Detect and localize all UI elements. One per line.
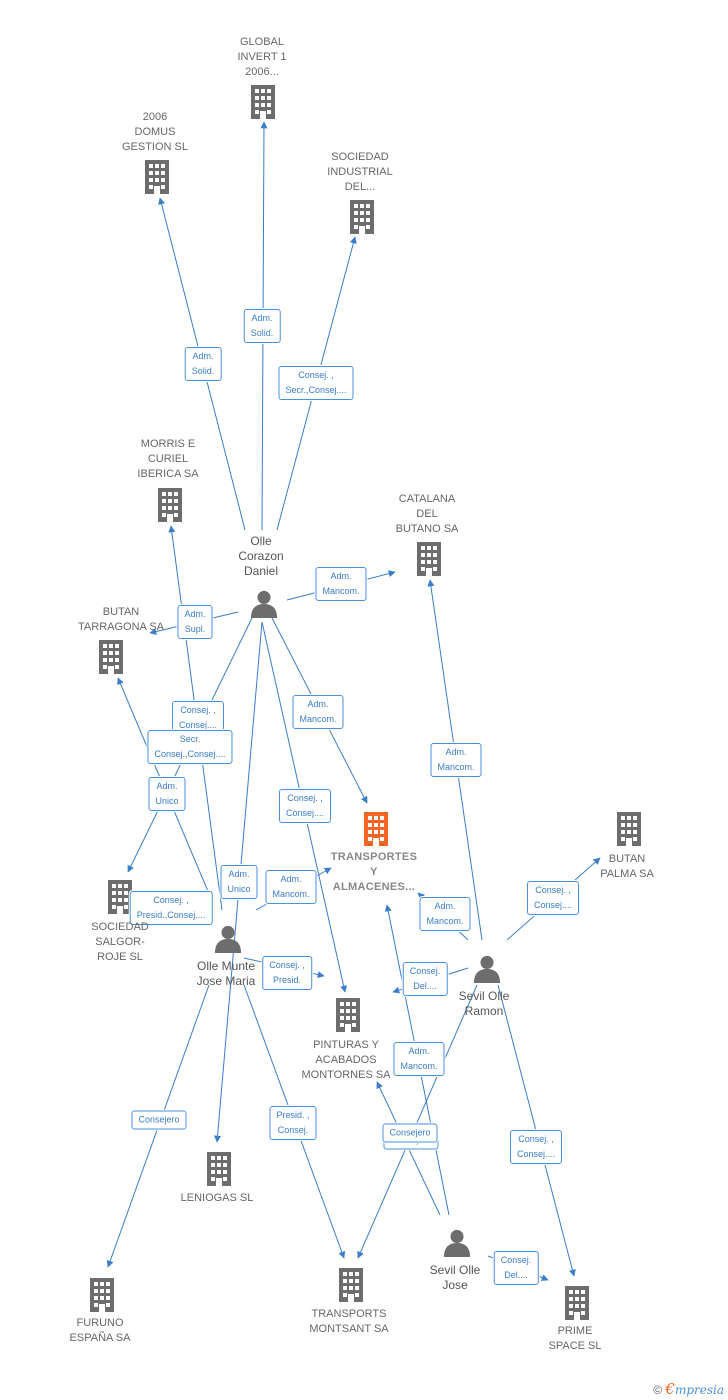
node-label-montsant[interactable]: TRANSPORTS MONTSANT SA [309, 1308, 389, 1335]
edge-label-so_ramon-to-prime[interactable]: Consej. , Consej.... [509, 1130, 563, 1164]
node-label-so_jose[interactable]: Sevil Olle Jose [429, 1263, 481, 1292]
building-icon-montsant[interactable] [339, 1268, 363, 1302]
node-label-transportes[interactable]: TRANSPORTES Y ALMACENES... [330, 851, 418, 893]
edge-label-oc_daniel-to-butan_t[interactable]: Adm. Supl. [177, 605, 213, 639]
node-label-prime[interactable]: PRIME SPACE SL [548, 1325, 602, 1352]
edge-label-so_ramon-to-butan_p[interactable]: Consej. , Consej.... [526, 881, 580, 915]
node-label-pinturas[interactable]: PINTURAS Y ACABADOS MONTORNES SA [301, 1039, 391, 1081]
building-icon-prime[interactable] [565, 1286, 589, 1320]
person-icon-oc_daniel[interactable] [250, 590, 278, 618]
node-label-sid[interactable]: SOCIEDAD INDUSTRIAL DEL... [327, 151, 393, 193]
edge-label-om_jose-to-butan_t[interactable]: Adm. Unico [148, 777, 186, 811]
edge-label-so_jose-to-pinturas[interactable]: Consejero [382, 1123, 438, 1143]
node-label-global[interactable]: GLOBAL INVERT 1 2006... [237, 36, 287, 78]
building-icon-sid[interactable] [350, 200, 374, 234]
edge-so_ramon-to-montsant [357, 984, 478, 1259]
node-label-salgor[interactable]: SOCIEDAD SALGOR- ROJE SL [91, 921, 149, 963]
node-label-leniogas[interactable]: LENIOGAS SL [180, 1192, 254, 1204]
edge-label-om_jose-to-salgor[interactable]: Consej. , Presid.,Consej.... [129, 891, 213, 925]
edge-label-om_jose-to-transportes[interactable]: Adm. Mancom. [265, 870, 317, 904]
person-icon-om_jose[interactable] [214, 925, 242, 953]
node-label-domus[interactable]: 2006 DOMUS GESTION SL [121, 111, 189, 153]
person-icon-so_jose[interactable] [443, 1229, 471, 1257]
edge-label-om_jose-to-morris[interactable]: Secr. Consej.,Consej.... [147, 730, 233, 764]
copyright-symbol: © [653, 1383, 663, 1397]
building-icon-butan_t[interactable] [99, 640, 123, 674]
node-label-so_ramon[interactable]: Sevil Olle Ramon [458, 989, 510, 1018]
node-label-butan_t[interactable]: BUTAN TARRAGONA SA [78, 606, 164, 633]
node-label-furuno[interactable]: FURUNO ESPAÑA SA [69, 1317, 131, 1344]
building-icon-butan_p[interactable] [617, 812, 641, 846]
building-icon-morris[interactable] [158, 488, 182, 522]
edge-label-om_jose-to-pinturas[interactable]: Consej. , Presid. [262, 956, 312, 990]
brand-logo-mark: € [665, 1380, 675, 1398]
node-label-morris[interactable]: MORRIS E CURIEL IBERICA SA [137, 438, 199, 480]
edge-label-om_jose-to-montsant[interactable]: Presid. , Consej. [269, 1106, 317, 1140]
edge-label-oc_daniel-to-pinturas[interactable]: Consej. , Consej.... [278, 789, 332, 823]
edge-label-om_jose-to-furuno[interactable]: Consejero [131, 1110, 187, 1130]
building-icon-leniogas[interactable] [207, 1152, 231, 1186]
building-icon-transportes[interactable] [364, 812, 388, 846]
edge-label-so_ramon-to-catalana[interactable]: Adm. Mancom. [430, 743, 482, 777]
building-icon-furuno[interactable] [90, 1278, 114, 1312]
edge-label-so_ramon-to-pinturas[interactable]: Consej. Del.... [402, 962, 448, 996]
brand-logo-text: mpresia [674, 1383, 724, 1397]
empresia-watermark: © €mpresia [653, 1380, 724, 1398]
edge-label-oc_daniel-to-domus[interactable]: Adm. Solid. [184, 347, 222, 381]
building-icon-pinturas[interactable] [336, 998, 360, 1032]
node-label-om_jose[interactable]: Olle Munte Jose Maria [196, 959, 256, 988]
node-label-oc_daniel[interactable]: Olle Corazon Daniel [238, 534, 284, 578]
edge-label-oc_daniel-to-leniogas[interactable]: Adm. Unico [220, 865, 258, 899]
edge-label-so_jose-to-transportes[interactable]: Adm. Mancom. [393, 1042, 445, 1076]
building-icon-catalana[interactable] [417, 542, 441, 576]
edge-label-oc_daniel-to-sid[interactable]: Consej. , Secr.,Consej.... [278, 366, 354, 400]
edge-label-oc_daniel-to-catalana[interactable]: Adm. Mancom. [315, 567, 367, 601]
person-icon-so_ramon[interactable] [473, 955, 501, 983]
building-icon-domus[interactable] [145, 160, 169, 194]
node-label-catalana[interactable]: CATALANA DEL BUTANO SA [395, 493, 459, 535]
edge-label-oc_daniel-to-transportes[interactable]: Adm. Mancom. [292, 695, 344, 729]
building-icon-global[interactable] [251, 85, 275, 119]
building-icon-salgor[interactable] [108, 880, 132, 914]
edge-label-oc_daniel-to-global[interactable]: Adm. Solid. [243, 309, 281, 343]
edge-label-oc_daniel-to-salgor[interactable]: Consej. , Consej.... [171, 701, 225, 735]
node-label-butan_p[interactable]: BUTAN PALMA SA [600, 853, 654, 880]
edge-label-so_jose-to-prime[interactable]: Consej. Del.... [493, 1251, 539, 1285]
edge-label-so_ramon-to-transportes[interactable]: Adm. Mancom. [419, 897, 471, 931]
